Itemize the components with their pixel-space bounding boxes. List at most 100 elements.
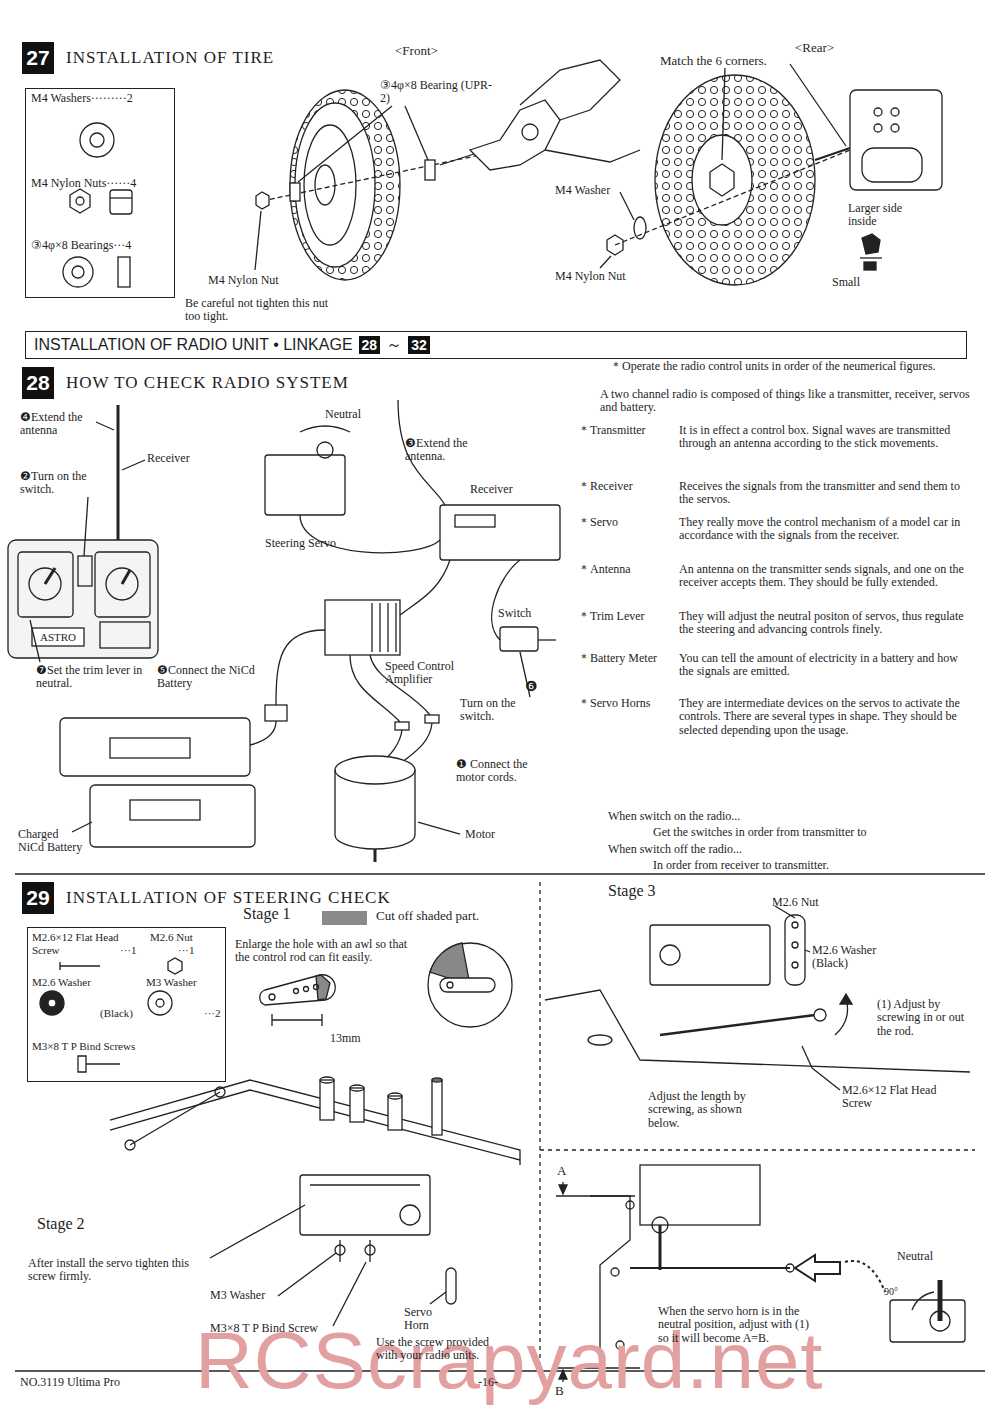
page-rules-part [15,873,985,874]
radio-system-drawing-part [30,620,40,662]
callout-label: They are intermediate devices on the ser… [679,697,971,737]
callout-label: When the servo horn is in the neutral po… [658,1305,820,1345]
callout-label: Neutral [897,1250,933,1263]
steering-stage-2-drawing-part [320,1080,334,1120]
callout-label: Switch [498,607,531,620]
parts-icons-29-part [148,991,172,1015]
steering-stage-3-drawing-part [660,1015,815,1035]
parts-icons-27 [63,123,132,287]
parts-list-box: M2.6×12 Flat Head Screw···1M2.6 Nut···1M… [27,927,226,1082]
steering-stage-2-drawing-part [339,1240,340,1262]
neutral-adjust-drawing-part [845,1261,885,1292]
radio-system-drawing-part [130,800,200,820]
steering-stage-2-drawing-part [350,1088,364,1122]
neutral-adjust-drawing-part [611,1268,619,1276]
front-tire-drawing-part [290,90,400,280]
radio-system-drawing-part [106,568,138,600]
callout-label: ＊Trim Lever [578,610,678,623]
callout-label: M4 Nylon Nut [555,270,626,283]
callout-label: Steering Servo [265,537,336,550]
steering-stage-3-drawing-part [588,1035,612,1045]
radio-system-drawing-part [335,770,415,849]
radio-system-drawing-part [100,622,150,648]
parts-icons-27-part [63,257,93,287]
radio-system-drawing-part [500,627,538,651]
radio-system-drawing-part [117,405,120,540]
steering-stage-3-drawing-part [792,942,798,948]
steering-stage-1-drawing-part [314,985,319,990]
steering-stage-1-drawing-part [321,1014,322,1026]
callout-label: Match the 6 corners. [660,54,767,69]
callout-label: 13mm [330,1032,361,1045]
front-tire-drawing [255,60,640,280]
callout-label: Stage 2 [37,1215,85,1233]
steering-stage-2-drawing-part [335,1245,345,1255]
callout-label: Larger side inside [848,202,910,229]
rear-tire-drawing-part [862,148,922,182]
neutral-adjust-drawing-part [795,1255,840,1281]
callout-label: M3 Washer [210,1289,265,1302]
section-title: INSTALLATION OF TIRE [66,48,274,68]
steering-stage-2-drawing-part [432,1078,442,1082]
part-name: ···1 [178,944,195,957]
radio-system-drawing-part [440,505,560,560]
rear-tire-drawing-part [600,256,611,268]
radio-system-drawing-part [45,568,55,584]
radio-system-drawing-part [425,715,439,723]
callout-label: <Rear> [795,41,834,56]
steering-stage-1-drawing-part [294,989,299,994]
radio-system-drawing-part [78,556,92,586]
parts-icons-29-part [78,1056,120,1072]
parts-icons-29-part [156,999,164,1007]
radio-system-drawing-part [335,756,415,784]
steering-stage-2-drawing-part [350,1085,364,1091]
parts-icons-27-part [118,257,130,287]
steering-stage-2-drawing-part [130,1092,220,1145]
front-tire-drawing-part [256,192,269,209]
callout-label: ＊Battery Meter [578,652,668,665]
rear-tire-drawing-part [722,68,725,160]
part-name: M4 Washers·········2 [31,92,133,106]
steering-stage-3-drawing-part [802,1046,812,1068]
parts-icons-27-part [72,266,84,278]
section-number: 29 [22,882,54,914]
steering-stage-2-drawing-part [430,1292,446,1304]
radio-system-drawing-part [84,497,88,556]
part-name: M2.6 Washer [32,976,91,989]
parts-icons-29-part [60,962,100,970]
section-title: INSTALLATION OF STEERING CHECK [66,888,391,908]
callout-label: Enlarge the hole with an awl so that the… [235,938,420,965]
callout-label: (1) Adjust by screwing in or out the rod… [877,998,977,1038]
neutral-adjust-drawing-part [912,1292,934,1310]
front-tire-drawing-part [304,125,356,245]
legend-text: Cut off shaded part. [376,909,479,924]
callout-label: Receiver [470,483,513,496]
callout-label: Stage 1 [243,905,291,923]
steering-stage-1-drawing-part [272,1019,322,1020]
part-name: ···1 [120,944,137,957]
steering-stage-2-drawing-part [369,1240,370,1262]
callout-label: ＊Servo [578,516,678,529]
steering-stage-2-drawing [110,1077,520,1326]
front-tire-drawing-part [522,124,538,140]
callout-label: NO.3119 Ultima Pro [20,1376,120,1389]
legend-swatch [322,911,367,925]
radio-system-drawing-part [492,560,520,640]
callout-label: M4 Washer [555,184,610,197]
radio-system-drawing-part [379,603,380,652]
radio-system-drawing [8,400,560,862]
radio-system-drawing-part [265,705,287,721]
steering-stage-2-drawing-part [400,1205,420,1225]
front-tire-drawing-part [545,150,640,162]
part-name: M3 Washer [146,976,197,989]
steering-stage-1-drawing-part [304,987,309,992]
page-rules-part [539,882,540,1365]
steering-stage-2-drawing-part [310,1184,420,1185]
rear-tire-drawing-part [891,108,899,116]
neutral-adjust-drawing-part [786,1264,794,1272]
steering-stage-2-drawing-part [320,1077,334,1083]
callout-label: ❻ [525,679,538,695]
callout-label: M3×8 T P Bind Screw [210,1322,318,1335]
callout-label: Servo Horn [404,1306,446,1333]
part-name: M3×8 T P Bind Screws [32,1040,222,1053]
